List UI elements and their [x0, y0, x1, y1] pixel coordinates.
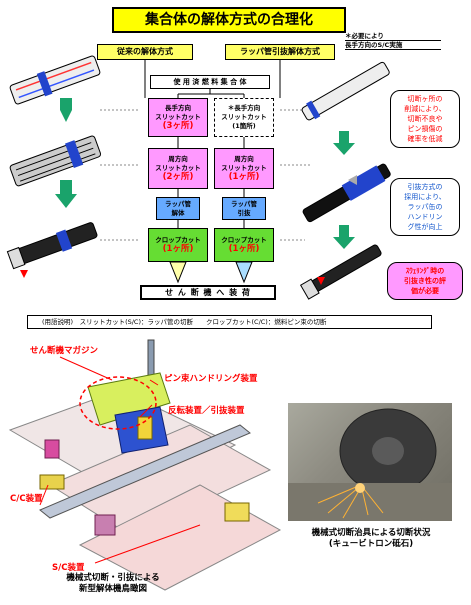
flow-connectors	[100, 60, 315, 284]
left-circ-slit-cut-box: 周方向 スリットカット (2ヶ所)	[148, 148, 208, 189]
pullout-device	[137, 416, 153, 440]
note-line: 長手方向のS/C実施	[345, 41, 441, 50]
right-long-slit-cut-box: ＊長手方向 スリットカット (1箇所)	[214, 98, 274, 137]
pull-arrow-icon	[348, 175, 357, 185]
down-arrow-icon	[235, 261, 253, 284]
note: ＊必要により 長手方向のS/C実施	[345, 32, 441, 50]
left-crop-cut-box: クロップカット (1ヶ所)	[148, 228, 208, 262]
sc-device	[224, 502, 250, 522]
callout-cut-reduction: 切断ヶ所の 削減により、 切断不良や ピン損傷の 確率を低減	[390, 90, 460, 148]
fuel-assembly-image	[6, 222, 98, 270]
note-line: ＊必要により	[345, 32, 441, 41]
load-to-shear-box: せ ん 断 機 へ 装 荷	[140, 285, 276, 300]
machine-part	[44, 439, 60, 459]
label-cc: C/C装置	[10, 494, 43, 504]
cutting-photo-image	[288, 408, 452, 521]
photo-caption: 機械式切断治具による切断状況 (キュービトロン砥石)	[311, 528, 431, 549]
fuel-assembly-image	[9, 135, 102, 187]
right-method-header: ラッパ管引抜解体方式	[225, 44, 335, 60]
cut-marker-icon	[20, 270, 28, 278]
right-wrapper-box: ラッパ管 引抜	[222, 197, 266, 220]
leader-line	[59, 356, 113, 381]
cutting-photo	[288, 403, 452, 521]
right-assembly-illustrations	[299, 61, 391, 300]
leader-line	[149, 379, 159, 386]
fuel-assembly-image	[301, 61, 390, 121]
label-reverse-pullout: 反転装置／引抜装置	[168, 406, 245, 416]
leader-line	[139, 404, 153, 418]
callout-swelling-evaluation: ｽｳｪﾘﾝｸﾞ時の 引抜き性の評 価が必要	[387, 262, 463, 300]
down-arrow-icon	[60, 110, 72, 122]
left-assembly-illustrations	[6, 55, 102, 278]
left-long-slit-cut-box: 長手方向 スリットカット (3ヶ所)	[148, 98, 208, 137]
left-wrapper-box: ラッパ管 解体	[156, 197, 200, 220]
machine-birdseye-drawing	[8, 339, 282, 591]
cc-device	[39, 474, 65, 490]
down-arrow-icon	[333, 237, 355, 249]
fuel-assembly-image	[9, 55, 101, 105]
label-pin-handling: ピン束ハンドリング装置	[164, 374, 258, 384]
pin-handling-device	[87, 372, 171, 426]
leader-line	[39, 484, 49, 506]
machine-rail	[39, 424, 251, 519]
down-arrow-icon	[169, 261, 187, 284]
fuel-assembly-image	[302, 163, 391, 223]
callout-pullout-handling: 引抜方式の 採用により、 ラッパ缶の ハンドリン グ性が向上	[390, 178, 460, 236]
down-arrow-icon	[55, 194, 77, 208]
right-crop-cut-box: クロップカット (1ヶ所)	[214, 228, 274, 262]
label-sc: S/C装置	[52, 563, 85, 573]
machine-caption: 機械式切断・引抜による 新型解体機鳥瞰図	[66, 573, 160, 594]
cut-marker-icon	[317, 277, 325, 285]
left-method-header: 従来の解体方式	[97, 44, 193, 60]
leader-line	[94, 524, 201, 564]
label-magazine: せん断機マガジン	[30, 346, 99, 356]
page-title: 集合体の解体方式の合理化	[112, 7, 346, 33]
right-circ-slit-cut-box: 周方向 スリットカット (1ヶ所)	[214, 148, 274, 189]
fuel-assembly-image	[299, 244, 382, 300]
machine-part	[94, 514, 116, 536]
handling-highlight	[79, 376, 157, 430]
down-arrow-icon	[333, 143, 355, 155]
glossary: (用語説明) スリットカット(S/C)：ラッパ管の切断 クロップカット(C/C)…	[27, 315, 432, 329]
fuel-assembly-box: 使 用 済 燃 料 集 合 体	[150, 75, 270, 89]
